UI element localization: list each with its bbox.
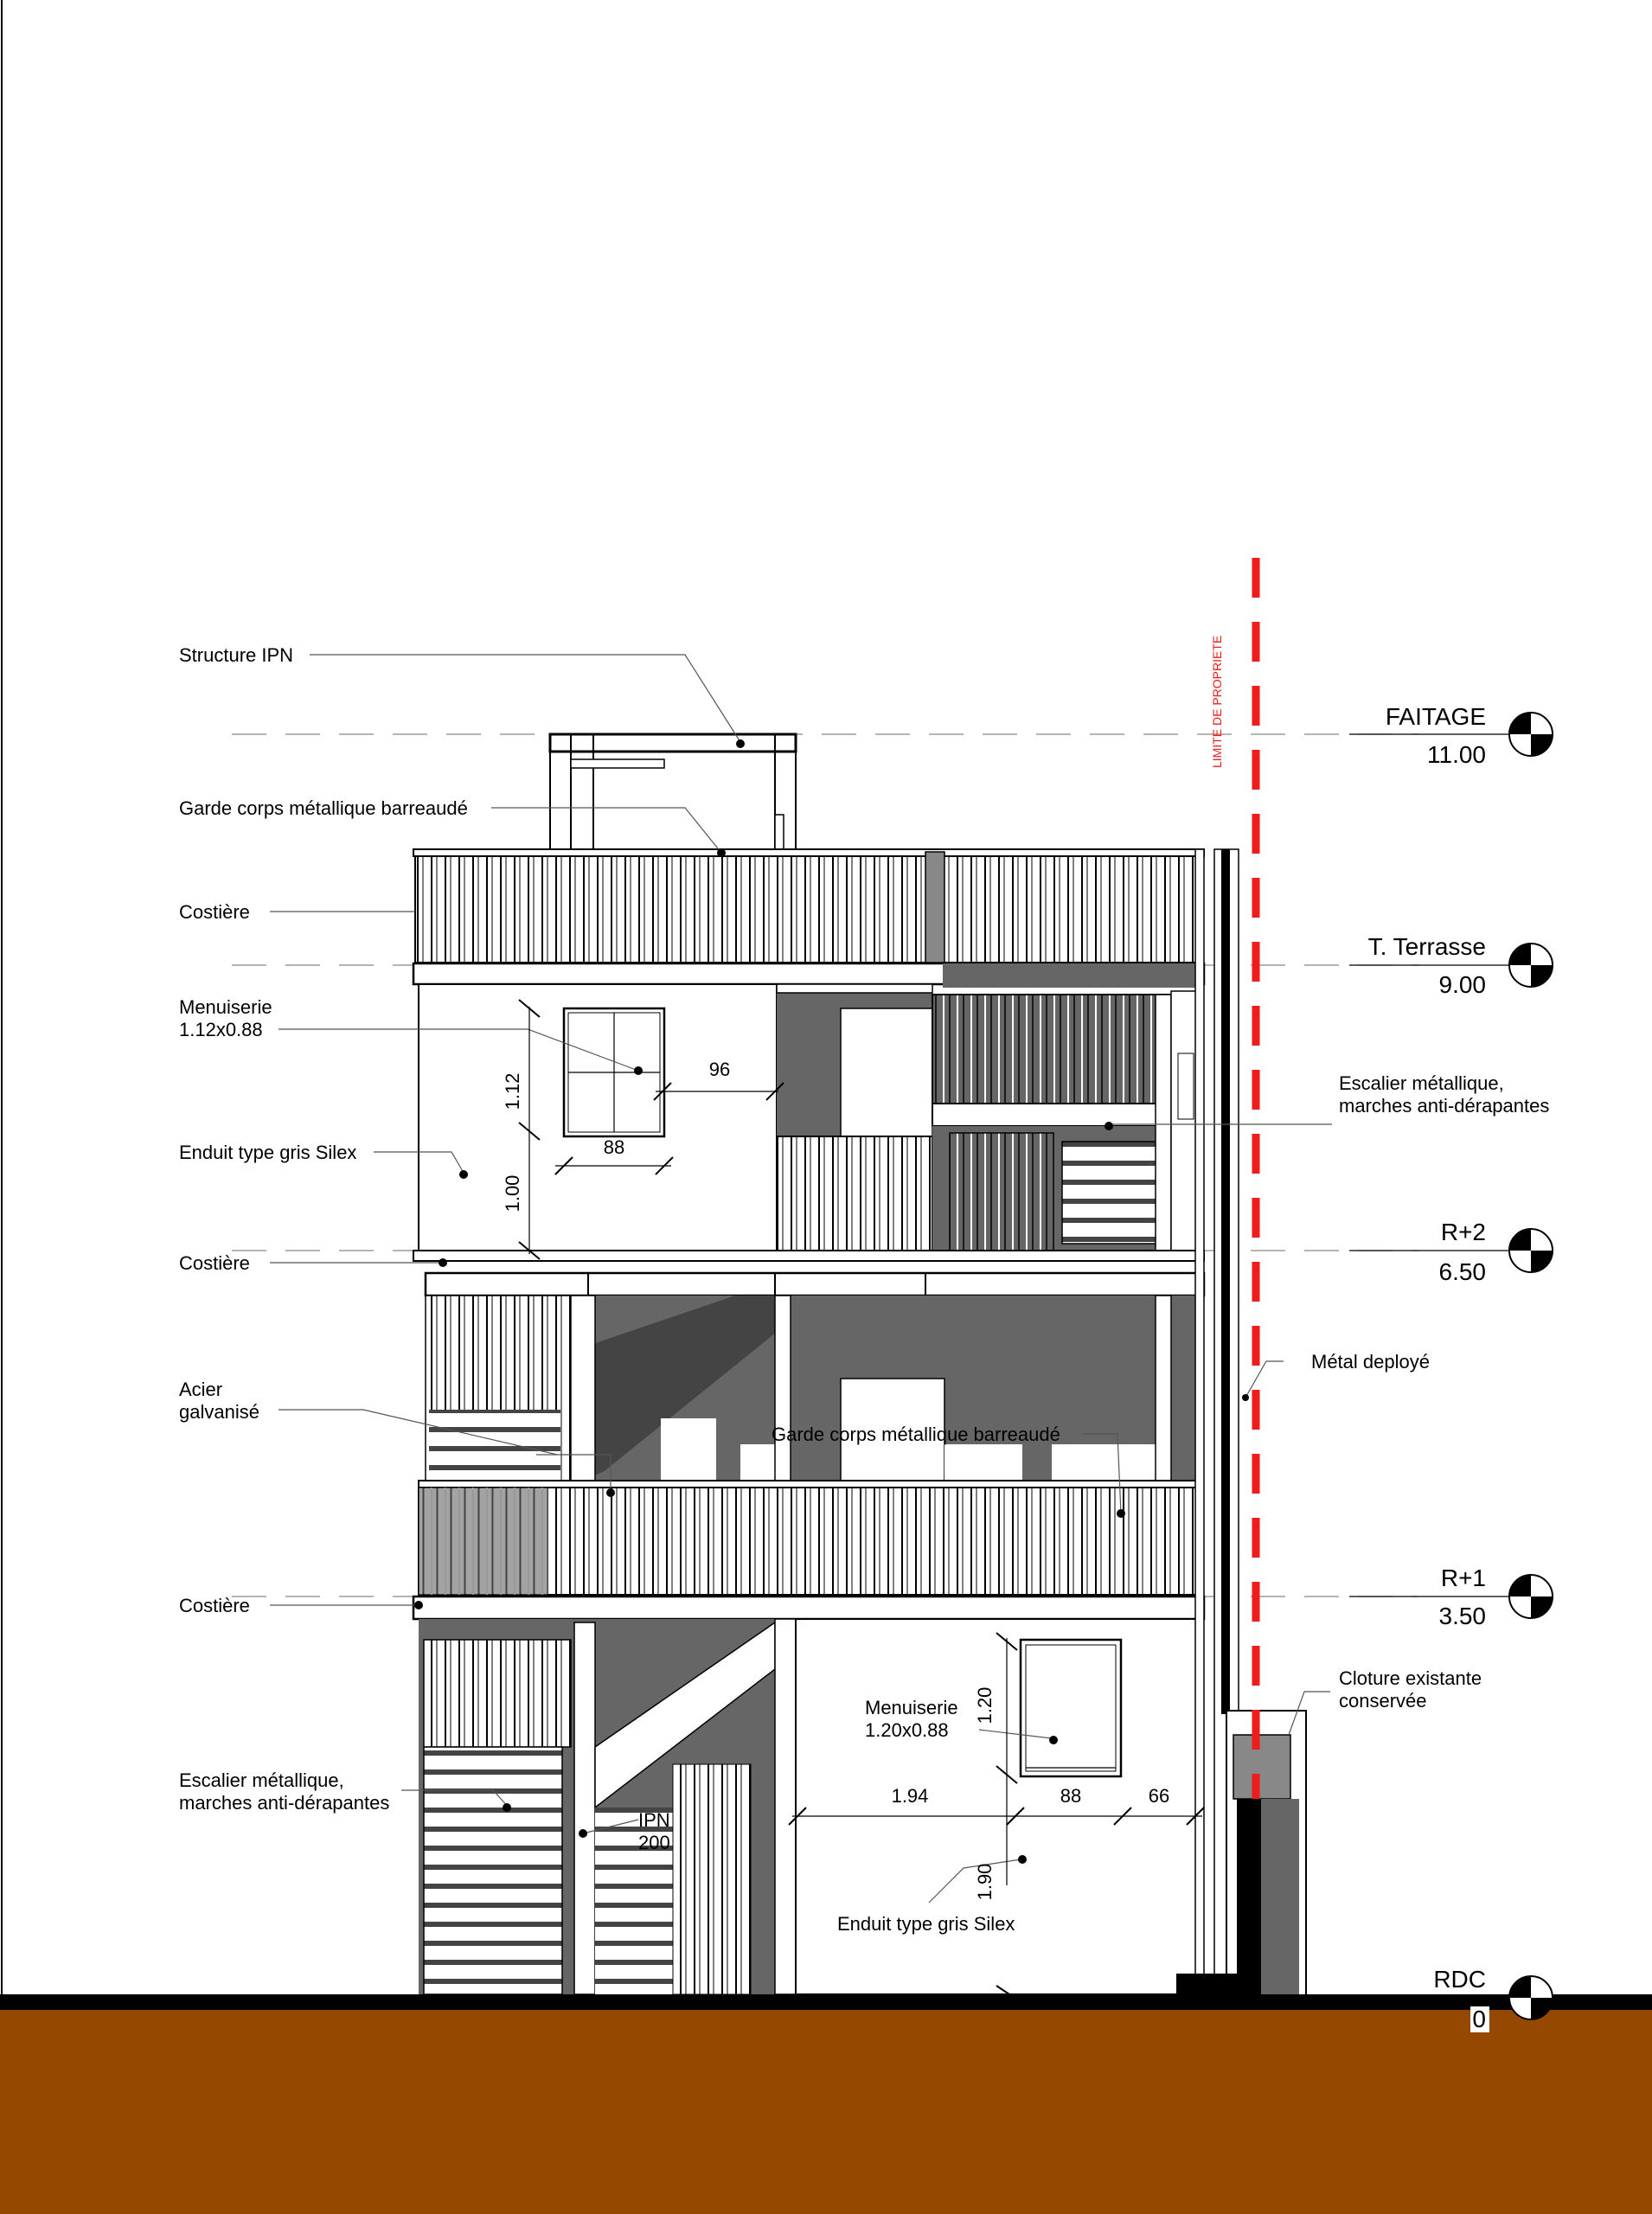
- label-enduit-lower: Enduit type gris Silex: [837, 1913, 1015, 1935]
- dim-88-upper: 88: [604, 1136, 624, 1158]
- label-cloture-1: Cloture existante: [1339, 1667, 1482, 1689]
- label-escalier-right-2: marches anti-dérapantes: [1339, 1095, 1549, 1117]
- label-garde-corps-mid: Garde corps métallique barreaudé: [772, 1424, 1060, 1445]
- level-markers: [1349, 712, 1553, 2032]
- label-menuiserie-lower-1: Menuiserie: [865, 1697, 958, 1718]
- label-menuiserie-upper-1: Menuiserie: [179, 996, 272, 1018]
- label-acier-1: Acier: [179, 1379, 222, 1400]
- label-enduit-upper: Enduit type gris Silex: [179, 1142, 356, 1163]
- dim-88-lower: 88: [1060, 1785, 1081, 1807]
- level-name-terrasse: T. Terrasse: [1368, 933, 1486, 960]
- level-value-faitage: 11.00: [1427, 741, 1486, 768]
- label-costiere-3: Costière: [179, 1595, 250, 1616]
- label-structure-ipn: Structure IPN: [179, 644, 293, 666]
- label-garde-corps-top: Garde corps métallique barreaudé: [179, 797, 468, 819]
- dim-96: 96: [709, 1059, 730, 1080]
- label-costiere-1: Costière: [179, 901, 250, 923]
- level-value-rdc: 0: [1472, 2006, 1486, 2032]
- label-cloture-2: conservée: [1339, 1690, 1427, 1712]
- limite-label: LIMITE DE PROPRIETE: [1210, 636, 1224, 768]
- ground-line: [0, 1994, 1652, 2010]
- label-ipn-1: IPN: [638, 1809, 670, 1831]
- label-escalier-left-2: marches anti-dérapantes: [179, 1792, 389, 1814]
- level-name-faitage: FAITAGE: [1386, 703, 1486, 730]
- level-name-rdc: RDC: [1433, 1966, 1486, 1993]
- leader-lines: [270, 654, 1332, 1904]
- dim-66: 66: [1149, 1785, 1169, 1807]
- label-menuiserie-lower-2: 1.20x0.88: [865, 1719, 949, 1741]
- label-escalier-left-1: Escalier métallique,: [179, 1769, 344, 1791]
- dim-1-20: 1.20: [974, 1687, 996, 1724]
- dim-1-12: 1.12: [502, 1073, 523, 1110]
- dim-1-00: 1.00: [502, 1175, 523, 1213]
- dim-1-94: 1.94: [892, 1785, 929, 1807]
- dimension-lines: [518, 999, 1205, 2000]
- level-value-r1: 3.50: [1439, 1603, 1487, 1629]
- level-name-r2: R+2: [1441, 1219, 1486, 1245]
- level-value-terrasse: 9.00: [1439, 971, 1487, 998]
- building-elevation: [412, 733, 1307, 1997]
- level-value-r2: 6.50: [1439, 1258, 1487, 1285]
- label-escalier-right-1: Escalier métallique,: [1339, 1072, 1504, 1094]
- label-metal-deploye: Métal deployé: [1311, 1351, 1430, 1373]
- level-name-r1: R+1: [1441, 1565, 1486, 1591]
- label-acier-2: galvanisé: [179, 1401, 259, 1423]
- label-ipn-2: 200: [638, 1832, 670, 1853]
- ground-soil: [0, 2010, 1652, 2214]
- label-menuiserie-upper-2: 1.12x0.88: [179, 1019, 263, 1040]
- dim-1-90: 1.90: [974, 1864, 996, 1901]
- label-costiere-2: Costière: [179, 1252, 250, 1274]
